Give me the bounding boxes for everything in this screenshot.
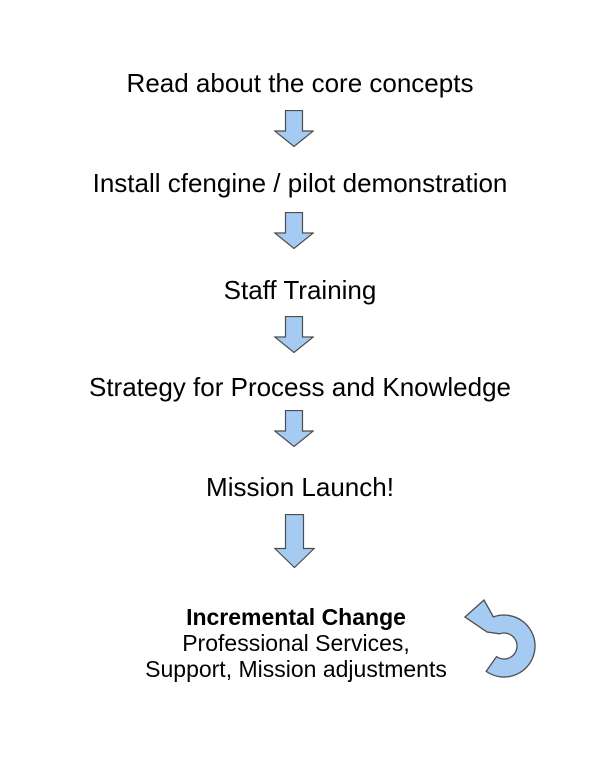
final-stage-block: Incremental Change Professional Services… [0,604,592,682]
final-stage-line: Professional Services, [182,630,410,656]
down-arrow-shape [274,514,315,568]
down-arrow-icon [274,514,315,568]
loop-arrow-icon [463,599,536,678]
down-arrow-shape [274,410,314,447]
down-arrow-shape [274,212,314,249]
flow-step-2-label: Install cfengine / pilot demonstration [92,168,508,198]
down-arrow-shape [274,316,314,353]
down-arrow-icon [274,316,314,353]
flow-step-4-label: Strategy for Process and Knowledge [88,372,512,402]
down-arrow-icon [274,110,314,147]
final-stage-line: Support, Mission adjustments [145,656,447,682]
flow-step-5-label: Mission Launch! [206,472,394,502]
loop-arrow-shape [463,599,536,678]
final-stage-title: Incremental Change [186,604,406,630]
down-arrow-icon [274,212,314,249]
down-arrow-icon [274,410,314,447]
flow-step-3-label: Staff Training [223,275,377,305]
flow-step-1-label: Read about the core concepts [126,68,474,98]
down-arrow-shape [274,110,314,147]
